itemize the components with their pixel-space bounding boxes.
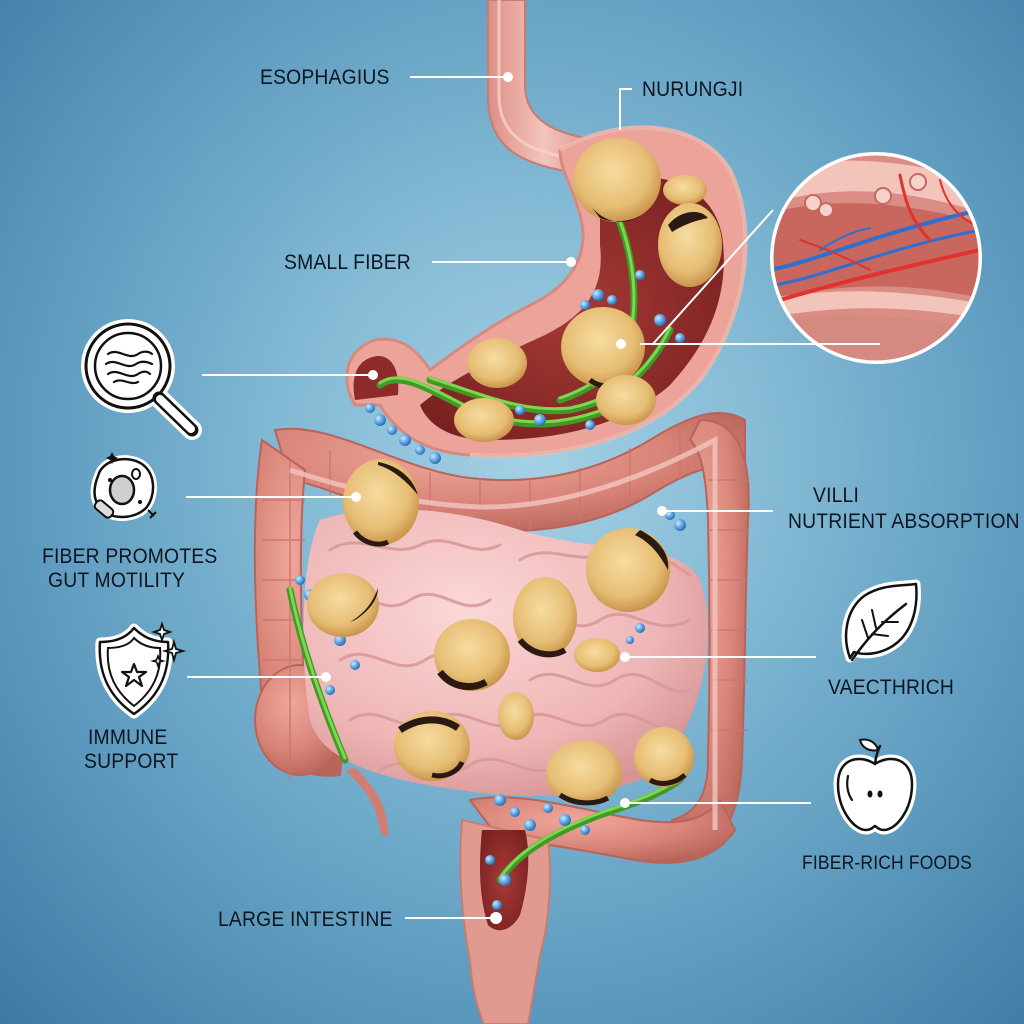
leaf-icon bbox=[836, 579, 924, 666]
label-small-fiber: SMALL FIBER bbox=[284, 251, 411, 274]
shield-icon bbox=[90, 620, 187, 720]
label-nutrient-absorption: NUTRIENT ABSORPTION bbox=[788, 510, 1020, 533]
label-nurungji: NURUNGJI bbox=[642, 78, 744, 101]
nurungji-chip bbox=[573, 138, 661, 222]
callout-lines bbox=[186, 72, 880, 924]
label-fiber-motility-line1: FIBER PROMOTES bbox=[42, 545, 218, 568]
gut-cell-icon bbox=[86, 450, 162, 528]
nurungji-pieces bbox=[307, 138, 722, 806]
magnifier-icon bbox=[74, 314, 206, 440]
label-vaecthrich: VAECTHRICH bbox=[828, 676, 954, 699]
label-immune-line1: IMMUNE bbox=[88, 726, 168, 749]
label-large-intestine: LARGE INTESTINE bbox=[218, 908, 393, 931]
label-fiber-motility-line2: GUT MOTILITY bbox=[48, 569, 186, 592]
magnified-inset bbox=[651, 152, 982, 364]
apple-icon bbox=[830, 734, 920, 836]
label-villi: VILLI bbox=[813, 484, 860, 507]
label-fiber-rich-foods: FIBER-RICH FOODS bbox=[802, 853, 972, 874]
callout-nurungji bbox=[619, 88, 632, 130]
label-esophagus: ESOPHAGIUS bbox=[260, 66, 390, 89]
rectum bbox=[459, 818, 551, 1024]
nutrient-bubbles bbox=[295, 270, 686, 910]
label-immune-line2: SUPPORT bbox=[84, 750, 179, 773]
